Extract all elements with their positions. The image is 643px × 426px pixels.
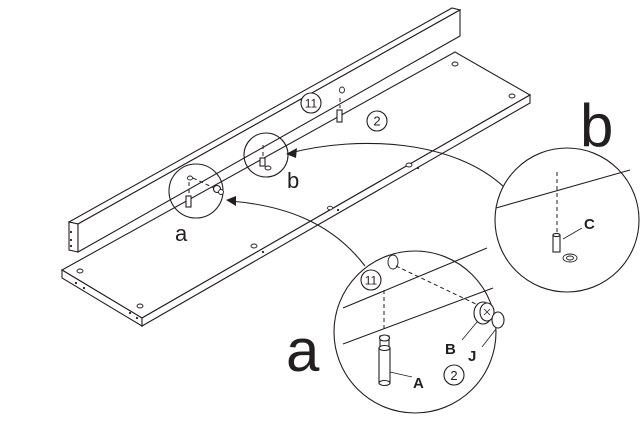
callout-b-small: b bbox=[287, 168, 299, 193]
label-a: A bbox=[413, 375, 424, 392]
arrow-arc-b bbox=[289, 142, 506, 189]
detail-circle-b bbox=[494, 147, 640, 293]
arrow-head-b bbox=[286, 148, 297, 158]
arrow-arc-a bbox=[229, 200, 366, 267]
part-number-2-board: 2 bbox=[366, 110, 388, 132]
part-number-11-detail-text: 11 bbox=[365, 274, 378, 288]
part-number-2-detail-text: 2 bbox=[450, 368, 457, 383]
arrow-head-a bbox=[226, 196, 236, 206]
zoom-circle-b bbox=[243, 132, 289, 178]
label-b: B bbox=[445, 341, 456, 358]
board-part-2 bbox=[60, 51, 532, 327]
rail-part-11 bbox=[67, 7, 462, 253]
part-number-11-detail: 11 bbox=[360, 269, 382, 291]
part-number-11-board: 11 bbox=[300, 92, 322, 114]
callout-a-small: a bbox=[175, 221, 188, 246]
label-j: J bbox=[468, 348, 476, 365]
callout-a-large: a bbox=[286, 317, 320, 384]
part-number-11-text: 11 bbox=[305, 97, 318, 111]
part-number-2-text: 2 bbox=[373, 114, 380, 129]
rail-fittings bbox=[336, 86, 345, 123]
label-c: C bbox=[584, 216, 595, 233]
part-number-2-detail: 2 bbox=[443, 364, 465, 386]
zoom-circle-a bbox=[168, 163, 224, 219]
callout-b-large: b bbox=[580, 92, 613, 159]
